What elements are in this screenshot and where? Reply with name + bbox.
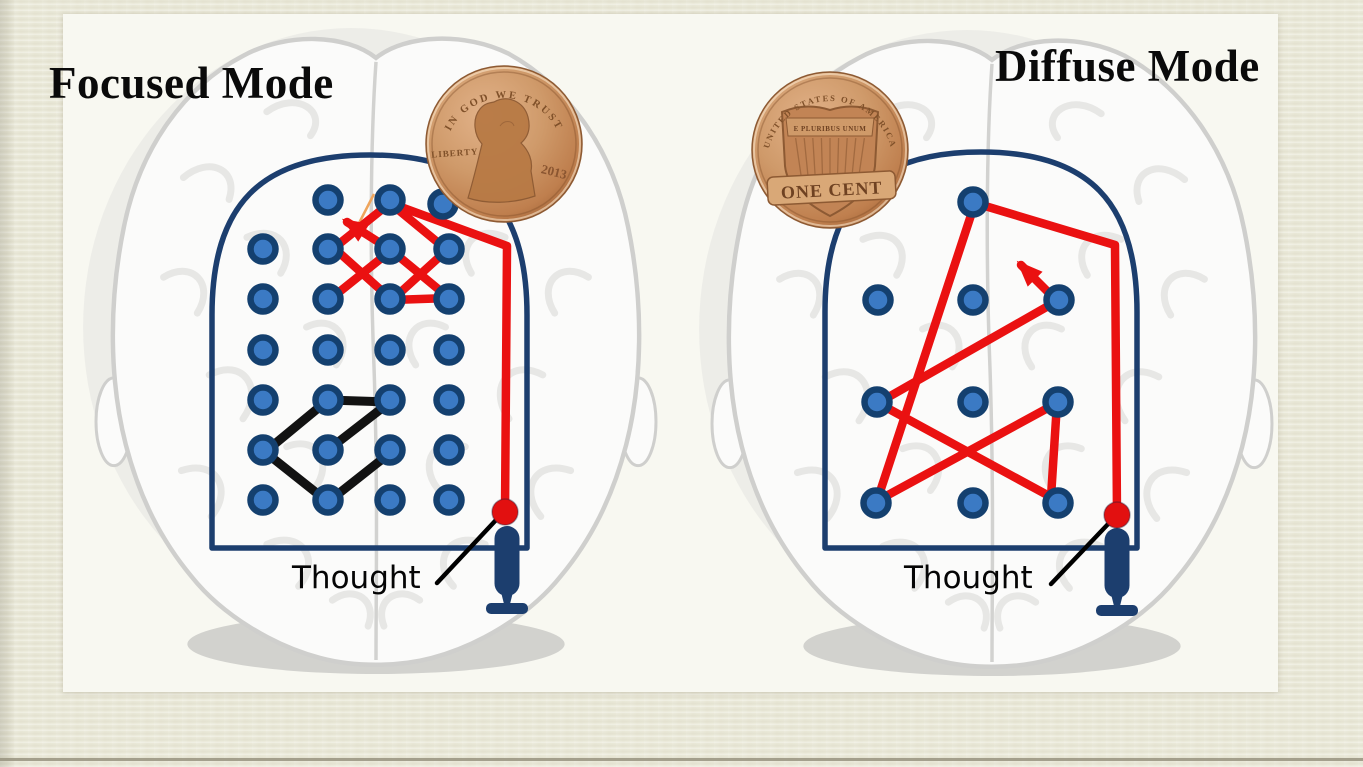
- bumper-dot: [1042, 487, 1074, 519]
- bumper-dot: [374, 434, 406, 466]
- bumper-dot: [247, 484, 279, 516]
- bumper-dot: [312, 384, 344, 416]
- bumper-dot: [374, 384, 406, 416]
- one-cent-ribbon: ONE CENT: [766, 170, 897, 206]
- focused-field-outline: [209, 152, 530, 551]
- thought-ball: [491, 498, 519, 526]
- bumper-dot: [860, 487, 892, 519]
- arrowhead: [1016, 260, 1043, 287]
- focused-pinball-field: [209, 152, 530, 614]
- bumper-dot: [312, 334, 344, 366]
- bumper-dot: [433, 233, 465, 265]
- lincoln-bust: [467, 98, 536, 203]
- bumper-dot: [957, 487, 989, 519]
- bumper-dot: [957, 186, 989, 218]
- union-shield: E PLURIBUS UNUM ONE CENT: [766, 105, 897, 218]
- bumper-dot: [1042, 386, 1074, 418]
- bumper-dot: [312, 184, 344, 216]
- diffuse-mode-title: Diffuse Mode: [995, 41, 1260, 91]
- bumper-dot: [433, 283, 465, 315]
- bumper-dot: [433, 334, 465, 366]
- bumper-dot: [247, 384, 279, 416]
- bumper-dot: [433, 484, 465, 516]
- diffuse-field-outline: [822, 149, 1140, 551]
- bumper-dot: [374, 283, 406, 315]
- photo-bottom-edge: [0, 758, 1363, 761]
- focused-bumper-dot-grid: [247, 184, 465, 516]
- bumper-dot: [312, 434, 344, 466]
- bumper-dot: [433, 434, 465, 466]
- bumper-dot: [957, 284, 989, 316]
- penny-banner-text: E PLURIBUS UNUM: [794, 125, 867, 133]
- arrowhead: [341, 218, 370, 242]
- thought-ball: [1103, 501, 1131, 529]
- bumper-dot: [374, 334, 406, 366]
- bumper-dot: [312, 484, 344, 516]
- bumper-dot: [247, 233, 279, 265]
- bumper-dot: [247, 283, 279, 315]
- bumper-dot: [247, 434, 279, 466]
- faint-orange-line: [355, 193, 376, 228]
- penny-liberty-text: LIBERTY: [431, 146, 479, 159]
- focused-plunger: [486, 526, 528, 614]
- bumper-dot: [862, 284, 894, 316]
- diffuse-pinball-field: [822, 149, 1140, 616]
- bumper-dot: [312, 283, 344, 315]
- bumper-dot: [374, 184, 406, 216]
- thought-label-diffuse: Thought: [904, 560, 1033, 596]
- bumper-dot: [861, 386, 893, 418]
- bumper-dot: [1043, 284, 1075, 316]
- bumper-dot: [247, 334, 279, 366]
- focused-mode-title: Focused Mode: [49, 58, 334, 108]
- bumper-dot: [312, 233, 344, 265]
- bumper-dot: [374, 233, 406, 265]
- bumper-dot: [433, 384, 465, 416]
- thought-label-focused: Thought: [292, 560, 421, 596]
- thought-pointer-line: [434, 517, 499, 586]
- penny-date-text: 2013: [540, 161, 569, 182]
- diffuse-bumper-dot-grid: [860, 186, 1075, 519]
- thought-pointer-line: [1048, 519, 1113, 587]
- diffuse-plunger: [1096, 528, 1138, 616]
- bumper-dot: [957, 386, 989, 418]
- bumper-dot: [374, 484, 406, 516]
